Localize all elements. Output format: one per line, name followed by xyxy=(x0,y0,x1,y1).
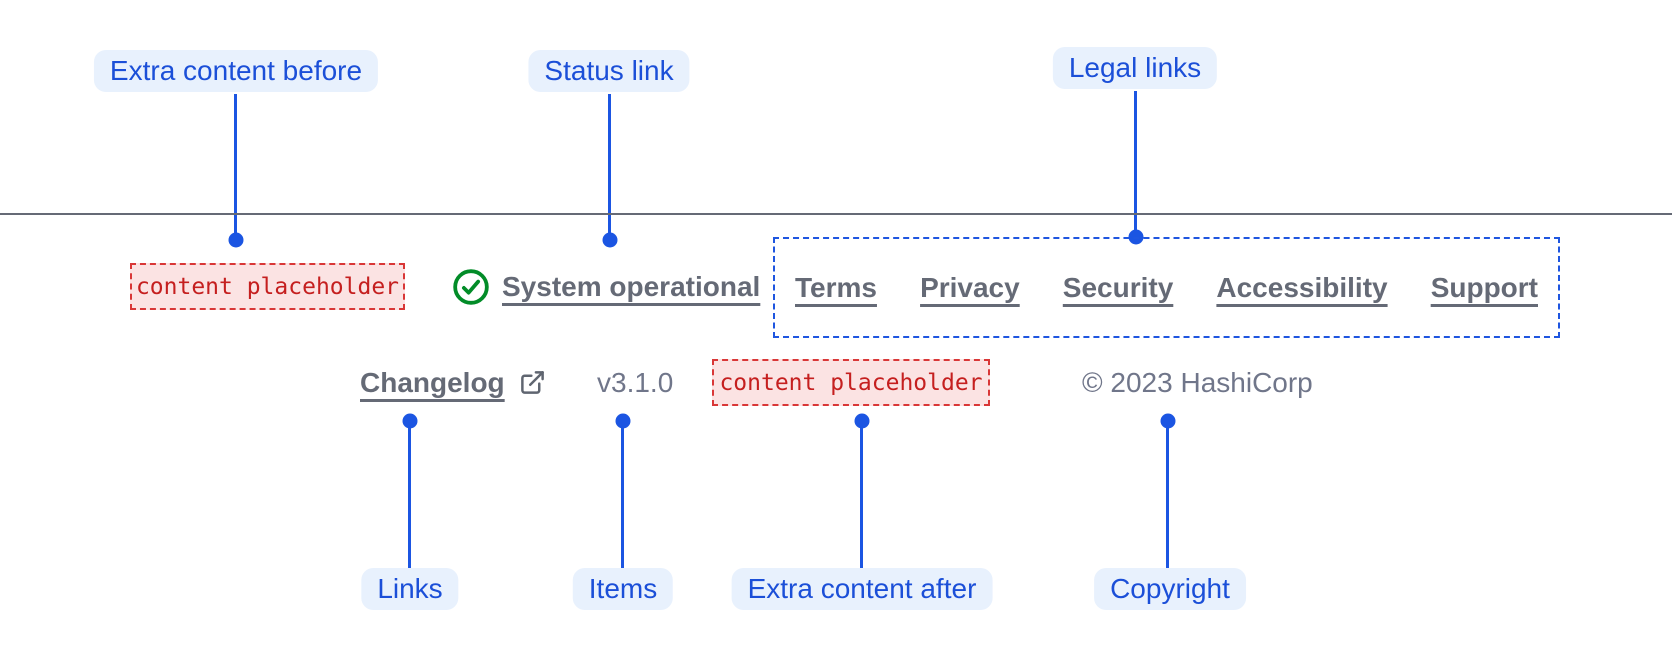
placeholder-text: content placeholder xyxy=(719,369,983,396)
copyright-text: © 2023 HashiCorp xyxy=(1082,366,1313,398)
connector-dot xyxy=(228,232,244,248)
changelog-link[interactable]: Changelog xyxy=(360,366,505,398)
annotation-label-extra-content-after: Extra content after xyxy=(731,568,993,610)
placeholder-text: content placeholder xyxy=(135,273,400,300)
legal-link-security[interactable]: Security xyxy=(1062,271,1174,303)
annotation-label-status-link: Status link xyxy=(528,50,690,92)
annotation-label-items: Items xyxy=(572,568,674,610)
legal-link-accessibility[interactable]: Accessibility xyxy=(1216,271,1388,303)
version-text-box: v3.1.0 xyxy=(597,359,673,406)
connector-line xyxy=(621,421,624,568)
status-link[interactable]: System operational xyxy=(502,270,761,302)
connector-line xyxy=(1166,421,1169,568)
changelog-link-group: Changelog xyxy=(360,359,546,406)
status-link-group: System operational xyxy=(452,263,760,310)
connector-line xyxy=(860,421,863,568)
connector-line xyxy=(234,94,237,240)
annotation-label-copyright: Copyright xyxy=(1094,568,1246,610)
legal-link-terms[interactable]: Terms xyxy=(795,271,877,303)
check-circle-icon xyxy=(452,268,490,306)
copyright-text-box: © 2023 HashiCorp xyxy=(1082,359,1313,406)
connector-dot xyxy=(602,232,618,248)
external-link-icon xyxy=(519,369,546,396)
connector-line xyxy=(1134,91,1137,237)
connector-line xyxy=(408,421,411,568)
footer-top-divider xyxy=(0,213,1672,215)
extra-content-after-placeholder: content placeholder xyxy=(712,359,990,406)
legal-link-privacy[interactable]: Privacy xyxy=(920,271,1020,303)
legal-link-support[interactable]: Support xyxy=(1430,271,1538,303)
annotation-label-links: Links xyxy=(361,568,459,610)
version-text: v3.1.0 xyxy=(597,366,674,398)
extra-content-before-placeholder: content placeholder xyxy=(130,263,405,310)
annotation-label-extra-content-before: Extra content before xyxy=(93,50,379,92)
connector-line xyxy=(608,94,611,240)
annotation-label-legal-links: Legal links xyxy=(1052,47,1218,89)
legal-links-group: Terms Privacy Security Accessibility Sup… xyxy=(773,237,1560,338)
